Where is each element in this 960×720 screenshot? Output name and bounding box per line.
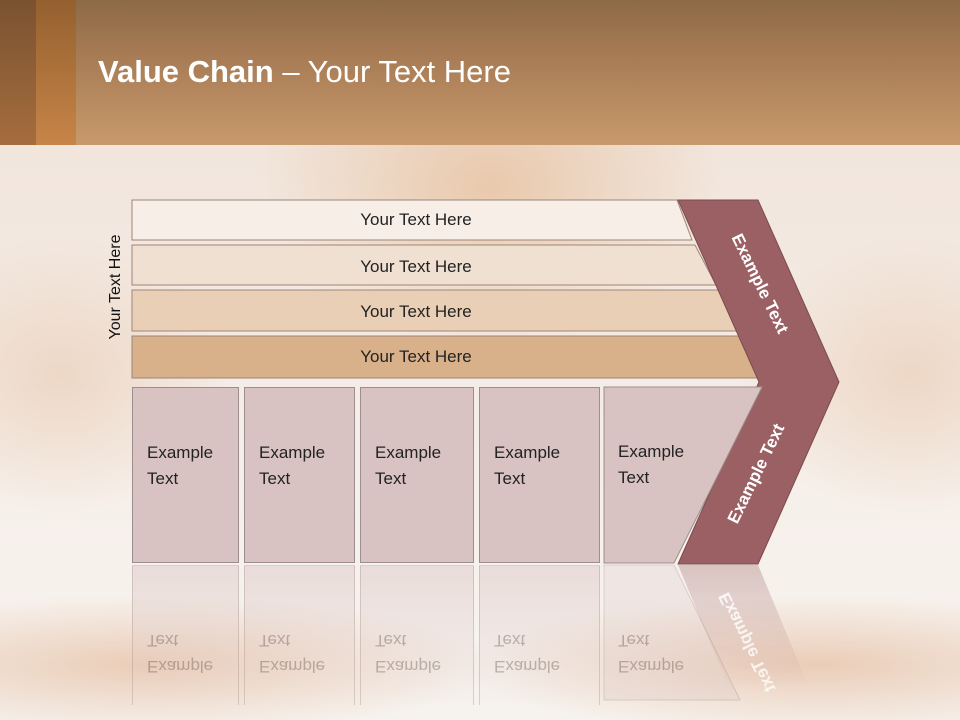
column-5-reflection-text: Example Text xyxy=(618,627,684,679)
column-3-line1: Example xyxy=(375,443,442,462)
slide-title-bold: Value Chain xyxy=(98,54,274,89)
column-3-reflection-line1: Example xyxy=(375,657,442,676)
bar-1-label: Your Text Here xyxy=(360,210,472,229)
column-1-line1: Example xyxy=(147,443,214,462)
header-accent-stripe xyxy=(36,0,76,145)
column-4-line2: Text xyxy=(494,469,526,488)
column-5-reflection-text-area: Example Text xyxy=(604,565,724,705)
column-5-line1: Example xyxy=(618,442,685,461)
header-accent-stripe xyxy=(0,0,36,145)
column-5-reflection xyxy=(603,564,741,701)
column-4-reflection: Example Text xyxy=(479,565,600,705)
column-2-reflection-text: Example Text xyxy=(259,627,325,679)
column-1-reflection: Example Text xyxy=(132,565,239,705)
header-band xyxy=(0,0,960,145)
column-2-line1: Example xyxy=(259,443,326,462)
column-2-reflection: Example Text xyxy=(244,565,355,705)
column-2-line2: Text xyxy=(259,469,291,488)
column-3-reflection-line2: Text xyxy=(375,631,407,650)
column-5-reflection-line2: Text xyxy=(618,631,650,650)
bar-4[interactable]: Your Text Here xyxy=(131,335,765,379)
column-3-reflection-text: Example Text xyxy=(375,627,441,679)
column-1-reflection-line2: Text xyxy=(147,631,179,650)
column-4-line1: Example xyxy=(494,443,561,462)
bar-3[interactable]: Your Text Here xyxy=(131,289,741,332)
bar-1[interactable]: Your Text Here xyxy=(131,199,693,241)
column-1-reflection-text: Example Text xyxy=(147,627,213,679)
bar-4-label: Your Text Here xyxy=(360,347,472,366)
column-2-reflection-line1: Example xyxy=(259,657,326,676)
column-2-reflection-line2: Text xyxy=(259,631,291,650)
column-5-line2: Text xyxy=(618,468,650,487)
chevron-reflection: Example Text xyxy=(678,565,810,696)
column-1-reflection-line1: Example xyxy=(147,657,214,676)
column-5-reflection-line1: Example xyxy=(618,657,685,676)
column-3-reflection: Example Text xyxy=(360,565,474,705)
slide-title-rest: – Your Text Here xyxy=(273,54,511,89)
column-4-reflection-line1: Example xyxy=(494,657,561,676)
bar-2[interactable]: Your Text Here xyxy=(131,244,717,286)
column-3-line2: Text xyxy=(375,469,407,488)
column-4-reflection-text: Example Text xyxy=(494,627,560,679)
column-1-line2: Text xyxy=(147,469,179,488)
slide-title[interactable]: Value Chain – Your Text Here xyxy=(98,54,511,90)
column-5[interactable] xyxy=(603,386,763,564)
bar-2-label: Your Text Here xyxy=(360,257,472,276)
bar-3-label: Your Text Here xyxy=(360,302,472,321)
column-4-reflection-line2: Text xyxy=(494,631,526,650)
